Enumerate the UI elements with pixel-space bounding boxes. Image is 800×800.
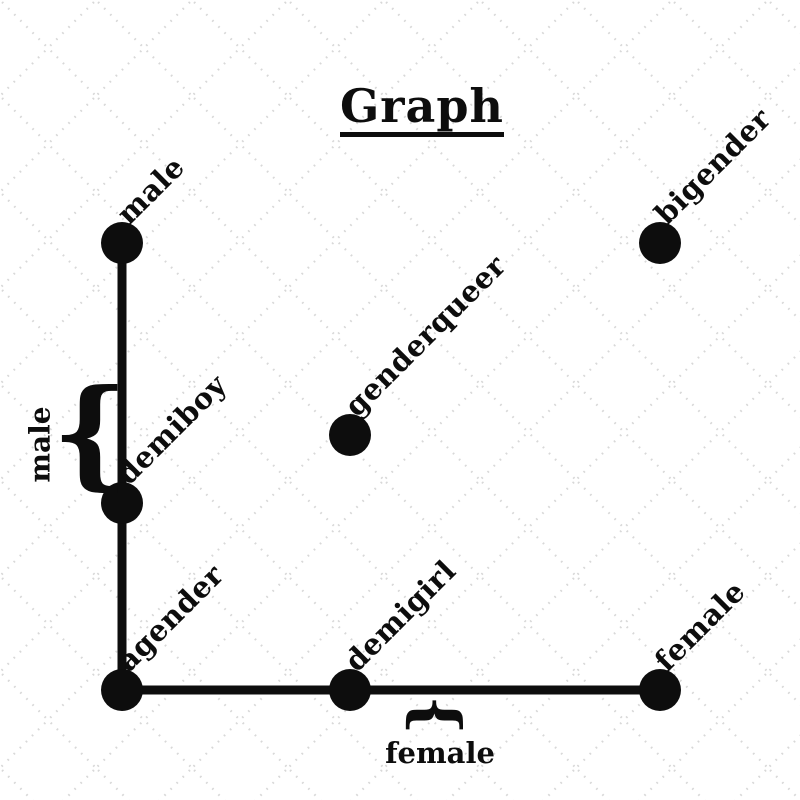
node-demiboy [101, 482, 143, 524]
node-male [101, 222, 143, 264]
left-brace-icon: { [52, 363, 128, 502]
node-agender [101, 669, 143, 711]
node-bigender [639, 222, 681, 264]
node-genderqueer [329, 414, 371, 456]
bottom-brace-label: female [385, 736, 495, 770]
node-female [639, 669, 681, 711]
page-title: Graph [340, 82, 504, 138]
left-brace-label: male [23, 406, 57, 483]
node-demigirl [329, 669, 371, 711]
